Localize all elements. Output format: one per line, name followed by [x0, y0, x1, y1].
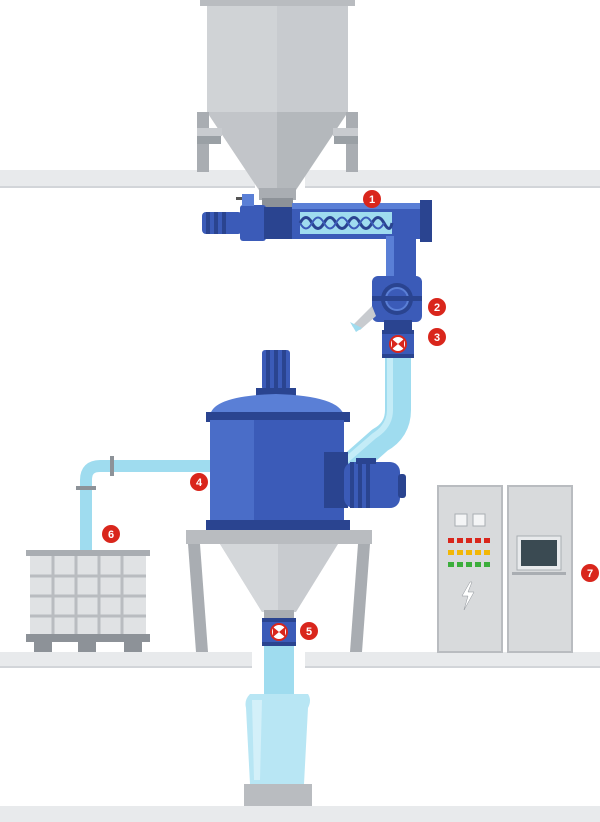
svg-text:2: 2 — [434, 302, 440, 314]
indicator-light — [484, 562, 490, 567]
svg-text:6: 6 — [108, 529, 114, 541]
mixer-vessel — [206, 350, 406, 530]
callout-badge-6: 6 — [102, 525, 120, 543]
indicator-light — [484, 538, 490, 543]
indicator-light — [457, 562, 463, 567]
svg-text:5: 5 — [306, 626, 312, 638]
callout-badge-3: 3 — [428, 328, 446, 346]
filling-bag — [244, 646, 312, 806]
high-voltage-icon — [461, 581, 475, 611]
indicator-light — [466, 562, 472, 567]
indicator-lights — [448, 538, 490, 567]
indicator-light — [475, 538, 481, 543]
floor-lower — [0, 806, 600, 822]
callout-badge-7: 7 — [581, 564, 599, 582]
indicator-light — [475, 562, 481, 567]
control-cabinet — [437, 485, 573, 653]
indicator-light — [466, 550, 472, 555]
indicator-light — [448, 562, 454, 567]
callout-badge-4: 4 — [190, 473, 208, 491]
screw-conveyor — [202, 194, 432, 278]
rotary-valve — [350, 276, 422, 332]
butterfly-valve-upper — [382, 330, 414, 358]
liquid-inlet-line — [76, 456, 210, 556]
discharge-cone — [220, 544, 338, 620]
callout-badge-5: 5 — [300, 622, 318, 640]
svg-text:7: 7 — [587, 568, 593, 580]
support-frame — [186, 530, 372, 652]
svg-text:4: 4 — [196, 477, 203, 489]
callout-badge-1: 1 — [363, 190, 381, 208]
svg-text:3: 3 — [434, 332, 440, 344]
butterfly-valve-lower — [262, 618, 296, 646]
floor-upper — [0, 170, 600, 188]
indicator-light — [484, 550, 490, 555]
floor-middle — [0, 652, 600, 668]
indicator-light — [448, 538, 454, 543]
svg-text:1: 1 — [369, 194, 375, 206]
callout-badge-2: 2 — [428, 298, 446, 316]
indicator-light — [466, 538, 472, 543]
indicator-light — [475, 550, 481, 555]
indicator-light — [457, 550, 463, 555]
indicator-light — [448, 550, 454, 555]
ibc-container — [26, 550, 150, 652]
butterfly-valve-icon — [270, 623, 288, 641]
butterfly-valve-icon — [389, 335, 407, 353]
transfer-pipe — [337, 358, 411, 480]
indicator-light — [457, 538, 463, 543]
